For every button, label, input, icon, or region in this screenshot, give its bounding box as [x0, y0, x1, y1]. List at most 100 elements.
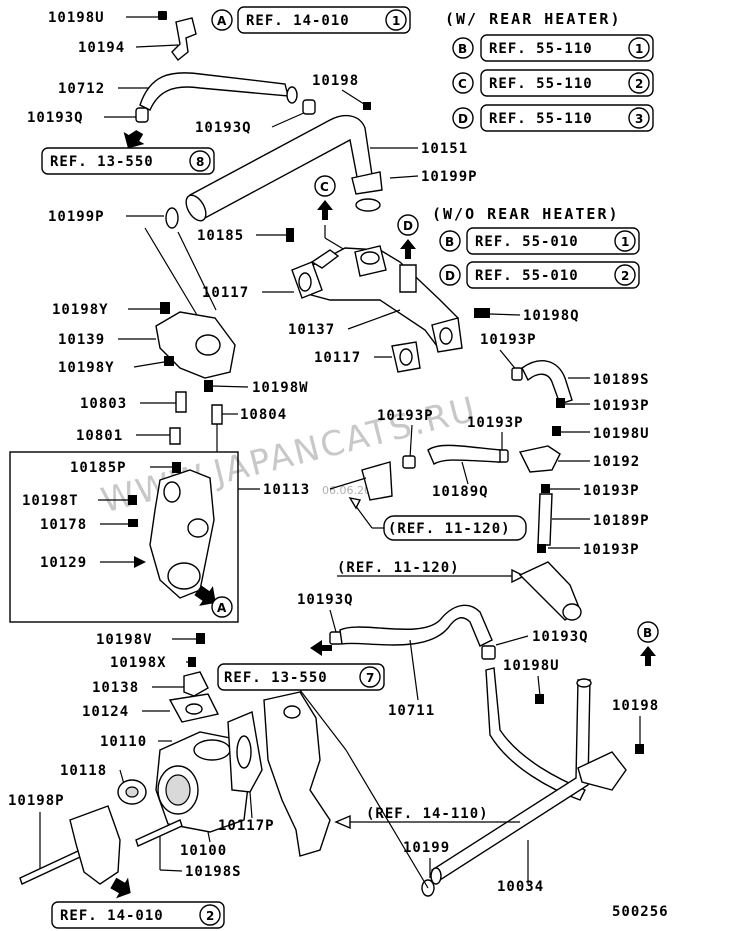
part-label-10110: 10110: [100, 734, 147, 750]
marker-b-2: [439, 230, 461, 252]
ref-55-110-2-num: 2: [635, 77, 643, 91]
ref-55-110-1-num: 1: [635, 42, 643, 56]
ref-55-110-3: REF. 55-110: [489, 111, 593, 127]
flange-hole: [298, 272, 312, 292]
part-label-10199: 10199: [403, 840, 450, 856]
ref-box-14-010-2[interactable]: [51, 901, 225, 929]
part-label-10151: 10151: [421, 141, 468, 157]
part-label-10198P: 10198P: [8, 793, 65, 809]
bracket-10138: [183, 671, 209, 697]
part-label-10803: 10803: [80, 396, 127, 412]
housing-port-2: [187, 518, 209, 538]
part-label-10129: 10129: [40, 555, 87, 571]
leader-line: [133, 361, 165, 368]
gasket-hole: [399, 348, 413, 366]
hose-10189P: [537, 493, 553, 546]
heater-nipple: [399, 264, 417, 293]
leader-line: [177, 231, 217, 311]
diagram-id: 500256: [612, 904, 669, 920]
ref-circle-55-110-2: [628, 72, 650, 94]
ref-55-110-2: REF. 55-110: [489, 76, 593, 92]
bypass-flange: [361, 461, 393, 501]
part-label-10193P-c: 10193P: [377, 408, 434, 424]
bolt-10198-low: [635, 744, 644, 754]
bolt-10198Q: [474, 308, 490, 318]
part-label-10193P-e: 10193P: [583, 483, 640, 499]
clamp-10193P-e: [541, 484, 550, 493]
pipe-end-top: [576, 678, 592, 688]
ref-box-55-110-3[interactable]: [480, 104, 654, 132]
ref-box-13-550-8[interactable]: [41, 147, 215, 175]
marker-a-mid-label: A: [217, 601, 227, 615]
ref-box-55-010-2[interactable]: [466, 261, 640, 289]
pipe-branch-upper: [485, 667, 586, 801]
part-label-10801: 10801: [76, 428, 123, 444]
part-label-10117-a: 10117: [202, 285, 249, 301]
arrow-left-icon: [334, 814, 351, 830]
marker-a-top-label: A: [217, 14, 227, 28]
ref-box-55-110-2[interactable]: [480, 69, 654, 97]
ref-13-550-8-num: 8: [196, 155, 204, 169]
part-label-10138: 10138: [92, 680, 139, 696]
ref-box-14-010-1[interactable]: [237, 6, 411, 34]
hose-10712: [139, 72, 289, 111]
ref-14-010-2-num: 2: [206, 909, 214, 923]
ref-55-010-1: REF. 55-010: [475, 234, 579, 250]
group-frame-10113: [9, 451, 239, 623]
bolt-10198Y-a: [160, 302, 170, 314]
hose-10189Q: [427, 444, 501, 466]
ref-circle-2: [199, 904, 221, 926]
arrow-icon: [348, 497, 362, 510]
marker-c-1: [452, 72, 474, 94]
marker-c-1-label: C: [458, 77, 467, 91]
part-label-10198Y-a: 10198Y: [52, 302, 109, 318]
ref-55-010-2: REF. 55-010: [475, 268, 579, 284]
ref-11-120-b: (REF. 11-120): [337, 560, 460, 576]
part-label-10118: 10118: [60, 763, 107, 779]
ref-box-55-010-1[interactable]: [466, 227, 640, 255]
part-label-10198-top: 10198: [312, 73, 359, 89]
ref-circle-8: [189, 150, 211, 172]
sensor-10803: [175, 391, 187, 413]
bolt-10198U: [158, 11, 167, 20]
ref-14-010-1-num: 1: [392, 14, 400, 28]
header-with-rear-heater: (W/ REAR HEATER): [445, 10, 622, 28]
leader-line: [211, 385, 249, 388]
bolt-10198Y-b: [164, 356, 174, 366]
part-label-10198T: 10198T: [22, 493, 79, 509]
marker-a-mid: [211, 596, 233, 618]
marker-d-2: [439, 264, 461, 286]
marker-b-1: [452, 37, 474, 59]
clamp-10193P-f: [537, 544, 546, 553]
marker-d-1: [452, 107, 474, 129]
leader-line: [489, 313, 521, 316]
pipe-10034: [430, 679, 591, 881]
part-label-10198W: 10198W: [252, 380, 309, 396]
housing-outlet: [167, 562, 201, 590]
ref-box-55-110-1[interactable]: [480, 34, 654, 62]
marker-d-2-label: D: [445, 269, 455, 283]
marker-a-top: [211, 9, 233, 31]
hose-10711: [339, 604, 493, 647]
leader-line: [345, 749, 429, 889]
bolt-10198X: [188, 657, 196, 667]
part-label-10113: 10113: [263, 482, 310, 498]
part-label-10189S: 10189S: [593, 372, 650, 388]
pipe-end-bottom: [430, 867, 442, 885]
clamp-10193P-a: [511, 367, 523, 381]
marker-d-1-label: D: [458, 112, 468, 126]
part-label-10117P: 10117P: [218, 818, 275, 834]
part-label-10199P-right: 10199P: [421, 169, 478, 185]
ref-box-13-550-7[interactable]: [217, 663, 385, 691]
leader-line: [324, 237, 346, 251]
leader-line: [119, 769, 125, 785]
pump-inlet-inner: [165, 774, 191, 806]
part-label-10198-low: 10198: [612, 698, 659, 714]
header-without-rear-heater: (W/O REAR HEATER): [432, 205, 620, 223]
ref-13-550-8: REF. 13-550: [50, 154, 154, 170]
ref-55-110-3-num: 3: [635, 112, 643, 126]
part-label-10189Q: 10189Q: [432, 484, 489, 500]
sensor-10804: [211, 404, 223, 425]
ref-13-550-7: REF. 13-550: [224, 670, 328, 686]
